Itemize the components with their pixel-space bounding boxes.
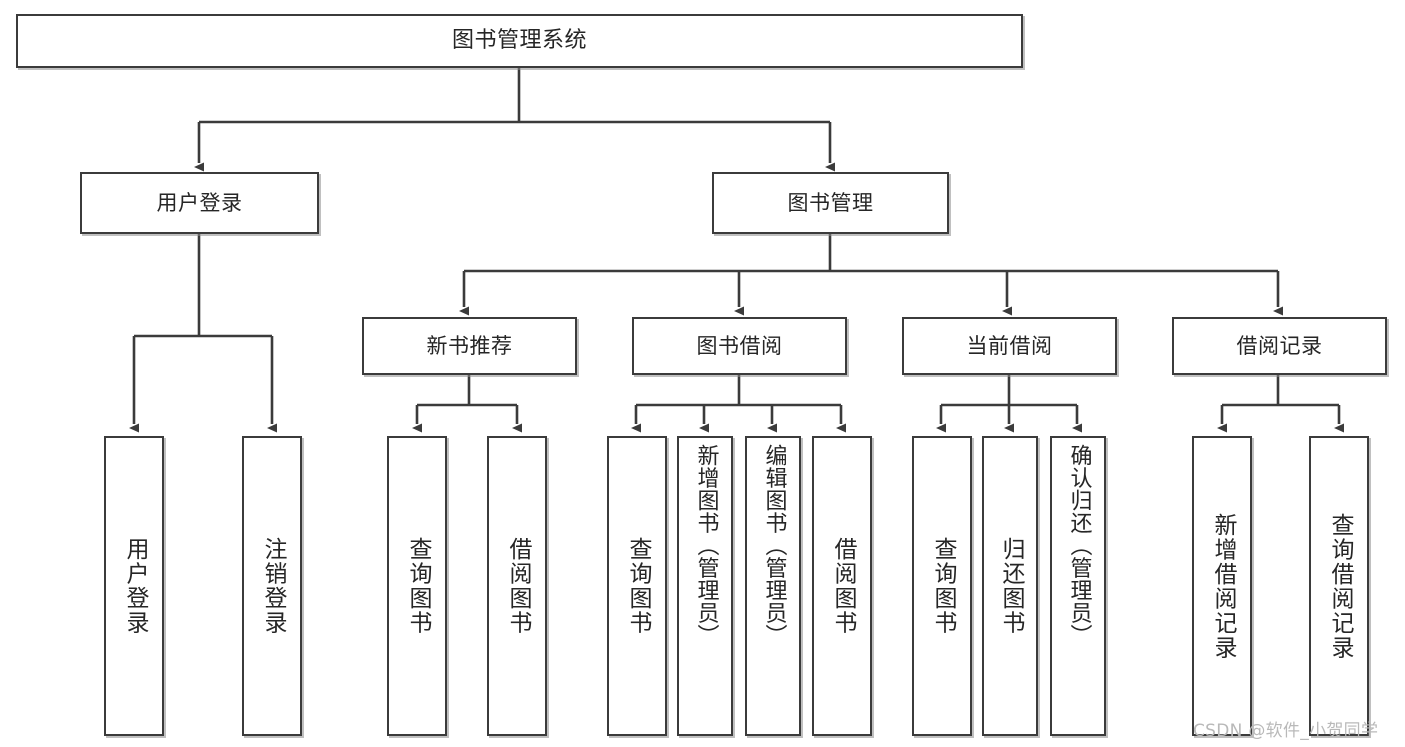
leaf-current-borrow-confirm-return-admin[interactable]: 确认归还（管理员） xyxy=(1050,436,1106,736)
leaf-current-borrow-query-books[interactable]: 查询图书 xyxy=(912,436,972,736)
node-book-borrowing[interactable]: 图书借阅 xyxy=(632,317,847,375)
leaf-book-borrow-query-books-label: 查询图书 xyxy=(624,537,651,635)
leaf-user-login-login[interactable]: 用户登录 xyxy=(104,436,164,736)
node-borrowing-record[interactable]: 借阅记录 xyxy=(1172,317,1387,375)
leaf-borrow-record-query-record-label: 查询借阅记录 xyxy=(1326,512,1353,660)
leaf-book-borrow-borrow-books[interactable]: 借阅图书 xyxy=(812,436,872,736)
leaf-new-book-query-books[interactable]: 查询图书 xyxy=(387,436,447,736)
leaf-new-book-borrow-books[interactable]: 借阅图书 xyxy=(487,436,547,736)
node-book-management-label: 图书管理 xyxy=(787,190,874,215)
leaf-current-borrow-return-books[interactable]: 归还图书 xyxy=(982,436,1038,736)
leaf-borrow-record-query-record[interactable]: 查询借阅记录 xyxy=(1309,436,1369,736)
leaf-user-login-logout-label: 注销登录 xyxy=(259,537,286,635)
node-new-book-recommendation[interactable]: 新书推荐 xyxy=(362,317,577,375)
node-new-book-recommendation-label: 新书推荐 xyxy=(426,333,513,358)
leaf-user-login-logout[interactable]: 注销登录 xyxy=(242,436,302,736)
leaf-book-borrow-borrow-books-label: 借阅图书 xyxy=(829,537,856,635)
node-user-login-label: 用户登录 xyxy=(156,190,243,215)
node-book-management[interactable]: 图书管理 xyxy=(712,172,949,234)
leaf-current-borrow-query-books-label: 查询图书 xyxy=(929,537,956,635)
leaf-book-borrow-add-book-admin[interactable]: 新增图书（管理员） xyxy=(677,436,733,736)
leaf-book-borrow-edit-book-admin[interactable]: 编辑图书（管理员） xyxy=(745,436,801,736)
leaf-borrow-record-add-record[interactable]: 新增借阅记录 xyxy=(1192,436,1252,736)
node-current-borrowing-label: 当前借阅 xyxy=(966,333,1053,358)
node-user-login[interactable]: 用户登录 xyxy=(80,172,319,234)
leaf-user-login-login-label: 用户登录 xyxy=(121,537,148,635)
node-root-label: 图书管理系统 xyxy=(451,28,587,54)
node-current-borrowing[interactable]: 当前借阅 xyxy=(902,317,1117,375)
leaf-current-borrow-confirm-return-admin-label: 确认归还（管理员） xyxy=(1066,444,1092,647)
node-root-library-management-system[interactable]: 图书管理系统 xyxy=(16,14,1023,68)
csdn-watermark: CSDN @软件_小贺同学 xyxy=(1193,721,1379,741)
leaf-book-borrow-add-book-admin-label: 新增图书（管理员） xyxy=(693,444,719,647)
leaf-new-book-borrow-books-label: 借阅图书 xyxy=(504,537,531,635)
leaf-current-borrow-return-books-label: 归还图书 xyxy=(997,537,1024,635)
leaf-book-borrow-edit-book-admin-label: 编辑图书（管理员） xyxy=(761,444,787,647)
leaf-borrow-record-add-record-label: 新增借阅记录 xyxy=(1209,512,1236,660)
leaf-new-book-query-books-label: 查询图书 xyxy=(404,537,431,635)
leaf-book-borrow-query-books[interactable]: 查询图书 xyxy=(607,436,667,736)
node-borrowing-record-label: 借阅记录 xyxy=(1236,333,1323,358)
node-book-borrowing-label: 图书借阅 xyxy=(696,333,783,358)
